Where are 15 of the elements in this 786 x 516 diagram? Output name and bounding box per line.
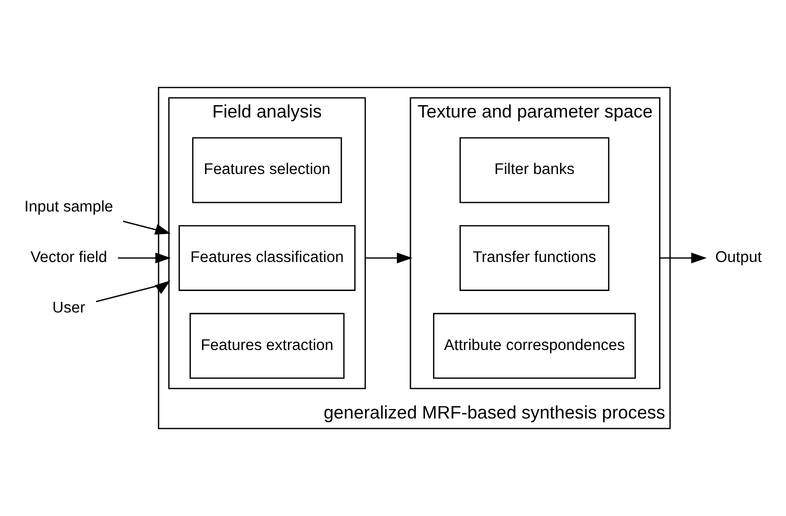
node-text: User <box>52 299 86 316</box>
node-text: Output <box>715 249 762 266</box>
node-box: Filter banks <box>460 137 610 204</box>
arrow <box>365 252 412 264</box>
arrow <box>118 252 171 264</box>
arrow <box>660 252 707 264</box>
node-text: Input sample <box>24 198 114 216</box>
node-box: Transfer functions <box>460 225 610 291</box>
node-box: Attribute correspondences <box>433 312 636 379</box>
node-text: Vector field <box>30 249 108 266</box>
node-box: Features extraction <box>190 312 345 379</box>
node-box: Features classification <box>178 225 356 291</box>
arrow <box>96 280 170 302</box>
node-box: Features selection <box>192 137 342 204</box>
arrow <box>122 220 171 235</box>
